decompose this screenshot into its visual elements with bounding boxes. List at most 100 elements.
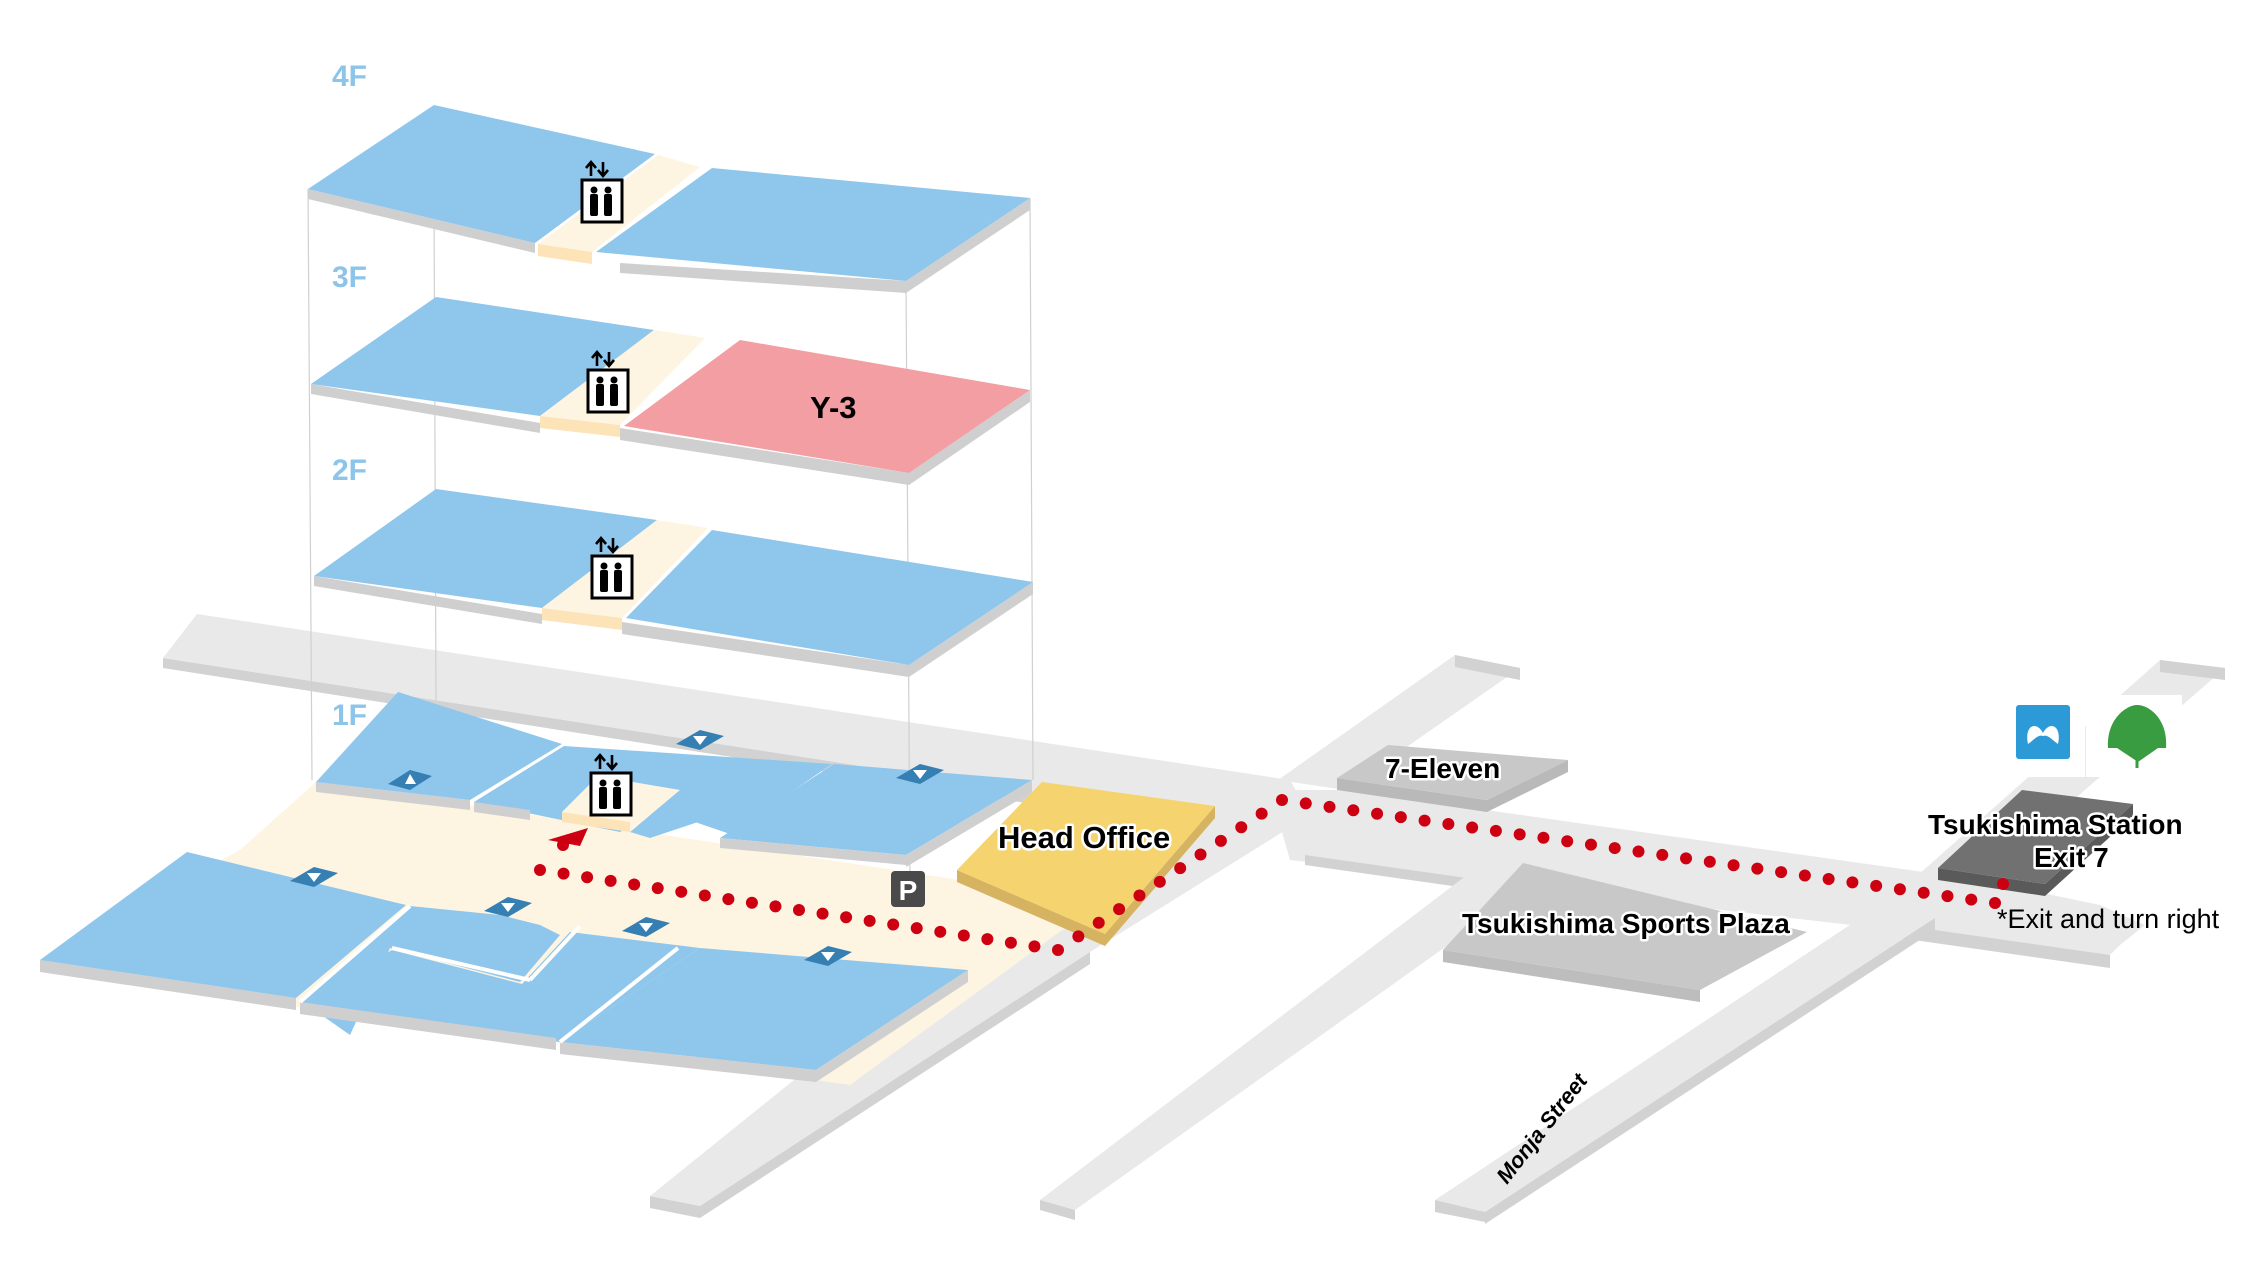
- room-1f-back-4[interactable]: [720, 764, 1032, 855]
- route-dot: [934, 925, 947, 938]
- station-logos: [2003, 695, 2182, 777]
- sports-plaza[interactable]: Tsukishima Sports Plaza: [1443, 863, 1807, 1002]
- route-dot: [816, 907, 829, 920]
- route-dot: [1255, 807, 1268, 820]
- room-1f-front-4[interactable]: [560, 948, 968, 1070]
- entrance-arrow-icon: [804, 946, 852, 966]
- floor-label-3f: 3F: [332, 261, 367, 294]
- room-4f-east[interactable]: [596, 168, 1030, 281]
- sports-plaza-label: Tsukishima Sports Plaza: [1462, 908, 1790, 939]
- route-dot: [1489, 824, 1502, 837]
- route-dot: [1276, 794, 1288, 806]
- route-dot: [1941, 890, 1954, 903]
- route-dot: [1608, 842, 1621, 855]
- route-dot: [557, 867, 570, 880]
- room-1f-back-1[interactable]: [316, 692, 562, 800]
- tsukishima-station-exit[interactable]: Tsukishima Station Exit 7: [1926, 790, 2185, 896]
- route-dot: [863, 914, 876, 927]
- floor-label-4f: 4F: [332, 60, 367, 93]
- route-dot: [1846, 876, 1859, 889]
- route-dot: [981, 933, 994, 946]
- route-dot: [1052, 944, 1064, 956]
- route-dot: [1466, 821, 1479, 834]
- route-dot: [628, 878, 641, 891]
- route-dot: [1893, 883, 1906, 896]
- route-dot: [1703, 855, 1716, 868]
- route-dot: [1537, 831, 1550, 844]
- room-y3[interactable]: [624, 340, 1030, 473]
- route-dot: [1133, 889, 1146, 902]
- seven-eleven-label: 7-Eleven: [1385, 753, 1500, 784]
- tokyo-metro-logo: [2016, 705, 2070, 759]
- route-dot: [769, 900, 782, 913]
- route-dot: [534, 864, 546, 876]
- route-dot: [1394, 811, 1407, 824]
- entrance-arrow-icon: [622, 917, 670, 937]
- room-2f-west[interactable]: [314, 489, 657, 608]
- route-dot: [1751, 862, 1764, 875]
- route-dot: [1371, 807, 1384, 820]
- station-label-line1: Tsukishima Station: [1928, 809, 2183, 840]
- room-1f-front-2[interactable]: [300, 906, 560, 1035]
- entrance-arrow-icon: [290, 867, 338, 887]
- route-dot: [1323, 800, 1336, 813]
- room-1f-front-3[interactable]: [300, 932, 700, 1042]
- route-dot: [651, 882, 664, 895]
- seven-eleven[interactable]: 7-Eleven: [1337, 745, 1568, 812]
- monja-street: [1435, 905, 1935, 1224]
- route-dot: [1656, 848, 1669, 861]
- route-dot: [1092, 916, 1105, 929]
- route-dot: [1870, 879, 1883, 892]
- route-dot: [1347, 804, 1360, 817]
- entrance-arrow-icon: [676, 730, 724, 750]
- route-dot: [840, 911, 853, 924]
- route-dot: [1235, 821, 1248, 834]
- route-dot: [1632, 845, 1645, 858]
- route-dot: [1113, 903, 1126, 916]
- route-dot: [1513, 828, 1526, 841]
- route-dot: [957, 929, 970, 942]
- route-dot: [1561, 835, 1574, 848]
- route-dot: [1798, 869, 1811, 882]
- floor-4f: 4F: [308, 60, 1030, 293]
- entrance-arrow-icon: [896, 764, 944, 784]
- route-dot: [745, 896, 758, 909]
- floor-label-1f: 1F: [332, 699, 367, 732]
- route-dot: [1028, 940, 1041, 953]
- room-3f-west[interactable]: [311, 297, 654, 416]
- route-dot: [675, 885, 688, 898]
- cross-street-upper: [1278, 655, 1520, 790]
- route-dot: [1418, 814, 1431, 827]
- floor-3f: 3F Y-3: [311, 261, 1030, 485]
- route-dot: [1214, 834, 1227, 847]
- room-y3-label: Y-3: [810, 390, 857, 425]
- room-2f-east[interactable]: [626, 530, 1033, 665]
- floor-2f: 2F: [314, 454, 1033, 677]
- route-dot: [1442, 818, 1455, 831]
- route-dot: [887, 918, 900, 931]
- walking-route: [534, 794, 2009, 956]
- room-1f-back-3[interactable]: [630, 790, 710, 838]
- route-dot: [698, 889, 711, 902]
- route-dot: [722, 893, 735, 906]
- exit-note: *Exit and turn right: [1997, 904, 2220, 934]
- head-office-label: Head Office: [998, 820, 1170, 855]
- entrance-arrow-icon: [484, 897, 532, 917]
- route-arrow-icon: [548, 828, 588, 846]
- room-1f-front-1[interactable]: [40, 852, 406, 998]
- route-dot: [1822, 872, 1835, 885]
- svg-text:P: P: [899, 875, 918, 906]
- route-dot: [1194, 848, 1207, 861]
- entrance-arrow-icon: [388, 770, 432, 790]
- room-4f-west[interactable]: [308, 105, 655, 243]
- middle-road: [1040, 865, 1530, 1220]
- route-dot: [1917, 886, 1930, 899]
- route-dot: [1174, 862, 1187, 875]
- toei-subway-logo: [2086, 695, 2182, 777]
- route-dot: [910, 922, 923, 935]
- route-dot: [1680, 852, 1693, 865]
- route-dot: [1072, 930, 1085, 943]
- route-dot: [1989, 897, 2001, 909]
- route-dot: [1299, 797, 1312, 810]
- route-dot: [1584, 838, 1597, 851]
